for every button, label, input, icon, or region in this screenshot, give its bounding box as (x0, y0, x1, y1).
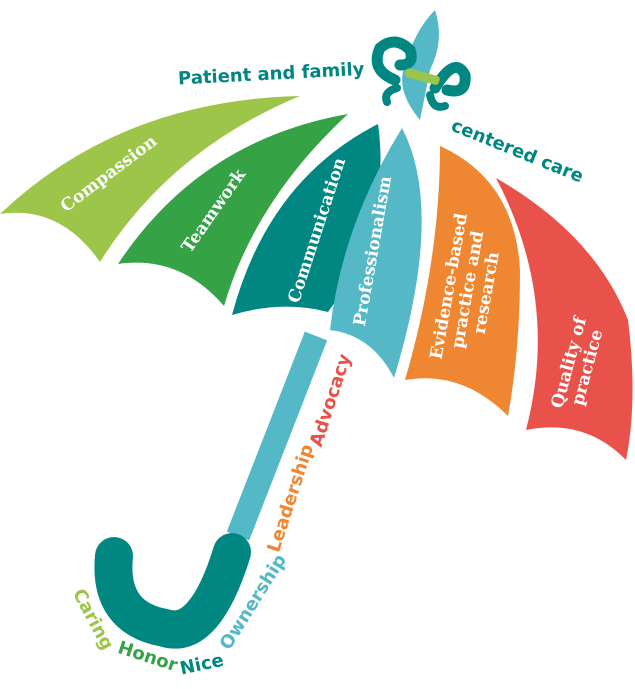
umbrella-handle (94, 533, 251, 649)
fleur-de-lis-icon (371, 10, 471, 120)
header-line1: Patient and family (178, 59, 366, 90)
panel-quality (496, 178, 633, 460)
panel-professionalism (330, 128, 422, 378)
panel-compassion (0, 96, 300, 262)
value-nice: Nice (178, 650, 226, 680)
panel-teamwork (118, 114, 348, 306)
umbrella-shaft (226, 331, 328, 541)
panel-evidence-based (405, 146, 520, 416)
